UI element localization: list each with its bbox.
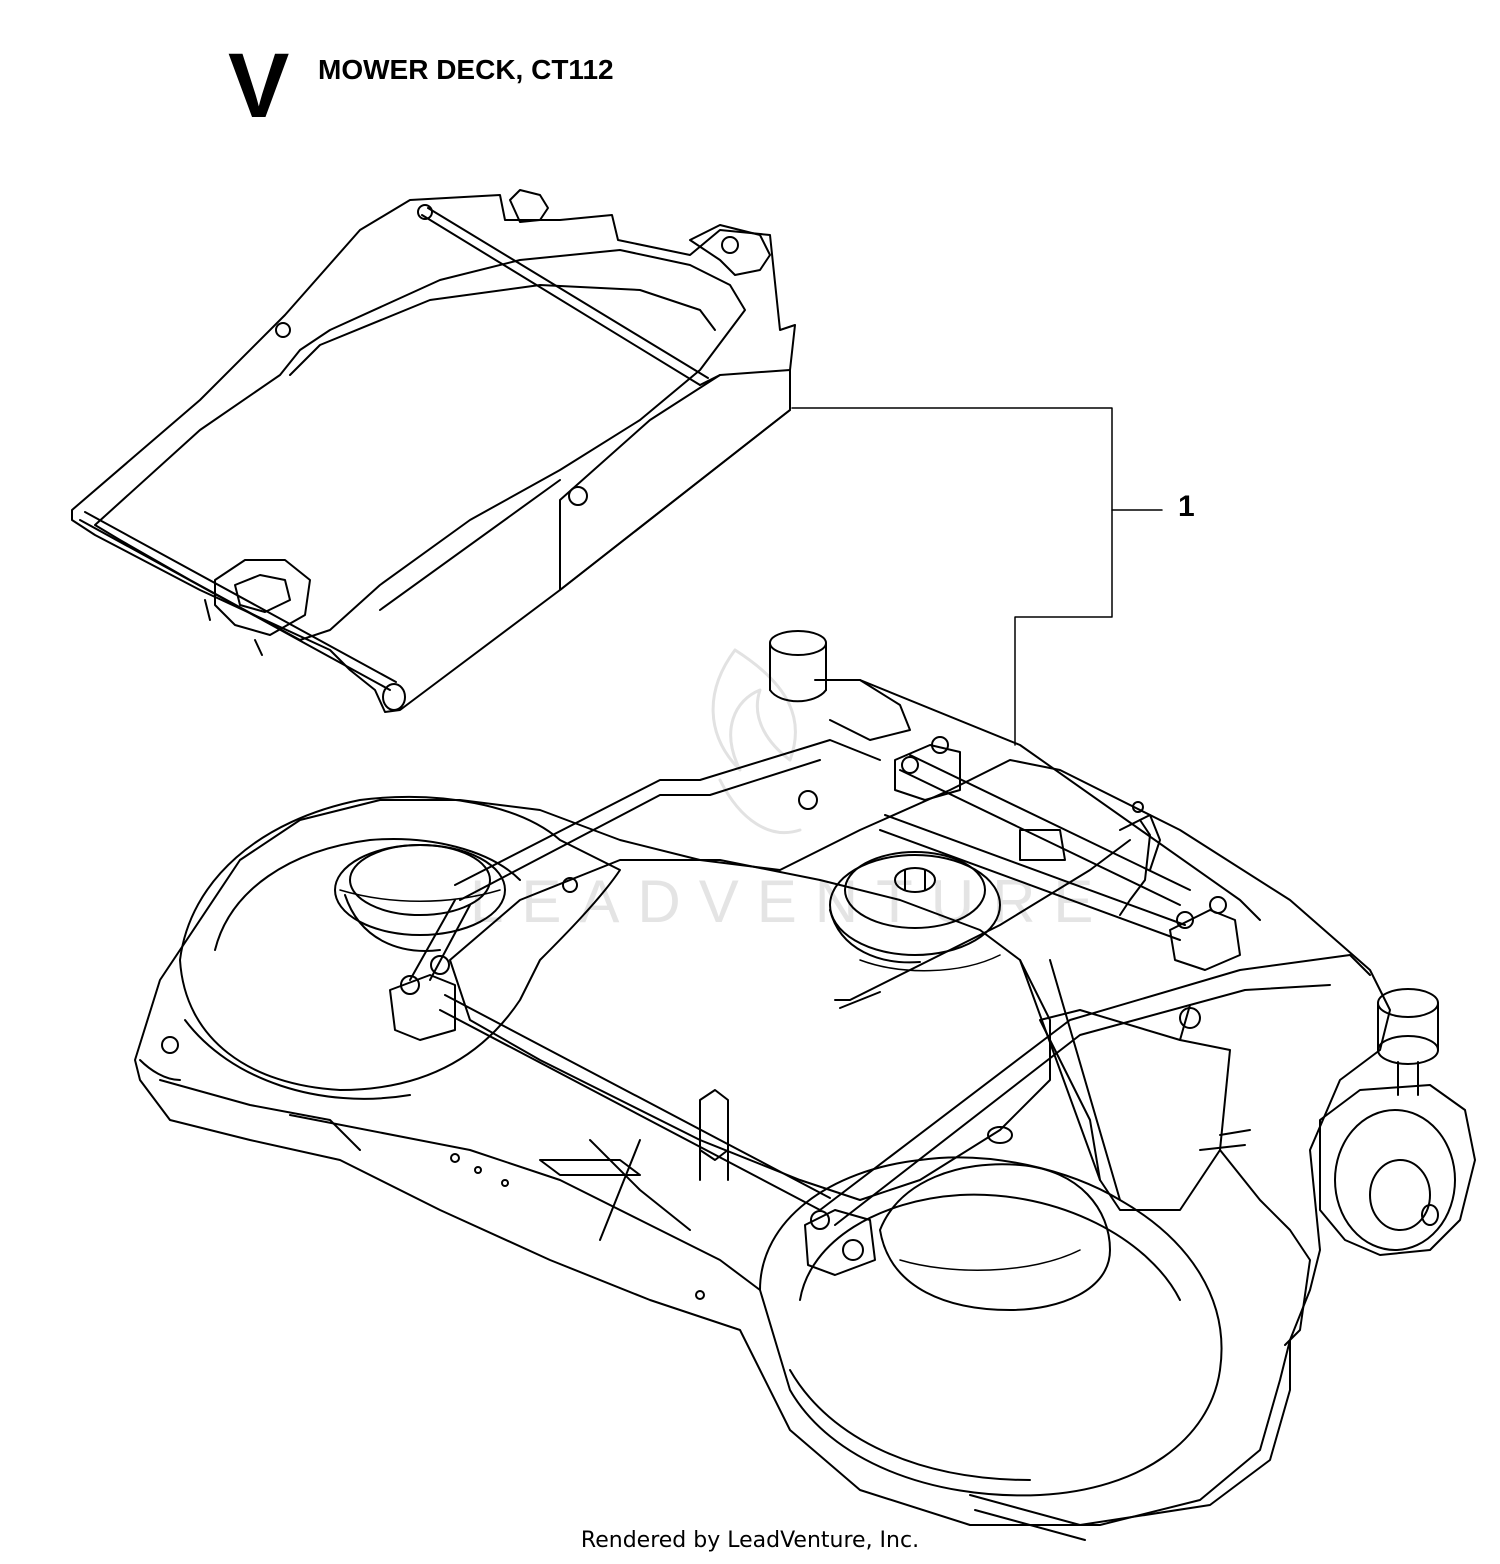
- front-gauge-wheel: [770, 631, 1260, 920]
- mower-deck: [135, 760, 1390, 1540]
- section-letter: V: [228, 35, 290, 137]
- footer-credit: Rendered by LeadVenture, Inc.: [580, 1528, 920, 1553]
- belt-and-pulleys: [340, 890, 1080, 1270]
- anti-scalp-wheel: [1320, 989, 1475, 1255]
- callout-number-1[interactable]: 1: [1178, 490, 1195, 523]
- diagram-title: MOWER DECK, CT112: [318, 54, 614, 85]
- deck-hanger-bracket: [72, 190, 795, 712]
- watermark-logo: [713, 650, 800, 833]
- lift-linkage: [390, 737, 1370, 1275]
- callout-leader-line: [792, 408, 1162, 745]
